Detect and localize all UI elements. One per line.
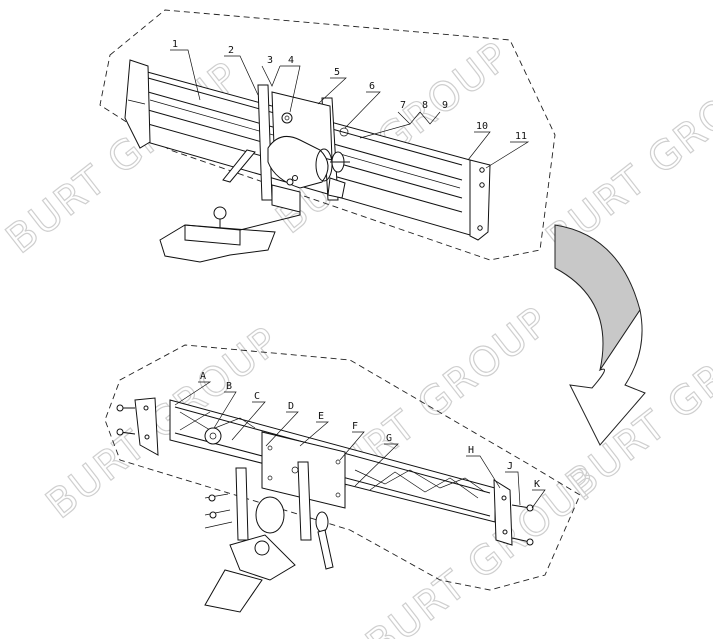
callout-label: 8 [422, 100, 428, 111]
callout-label: E [318, 411, 324, 422]
upper-left-endplate [124, 59, 151, 149]
callout-label: 4 [288, 55, 294, 66]
lower-vertical-post [235, 467, 249, 541]
upper-right-endplate [469, 159, 491, 241]
callout-label: K [534, 479, 540, 490]
flip-arrow [554, 224, 646, 446]
callout-label: 5 [334, 67, 340, 78]
callout-label: C [254, 391, 260, 402]
callout-label: 9 [442, 100, 448, 111]
upper-boundary [99, 9, 556, 261]
callout-label: G [386, 433, 392, 444]
callout-label: 7 [400, 100, 406, 111]
callout-label: H [468, 445, 474, 456]
upper-assembly [99, 9, 556, 263]
callout-label: 6 [369, 81, 375, 92]
lower-knob [204, 427, 222, 445]
upper-lever [222, 149, 256, 183]
lower-foot-plate [229, 534, 296, 581]
lower-boundary [104, 344, 581, 591]
callout-label: 10 [476, 121, 488, 132]
upper-vertical-post [257, 84, 273, 201]
upper-callouts: 1 2 3 4 5 6 7 8 9 10 11 [170, 39, 530, 169]
arrow-outline-part [569, 308, 646, 446]
callout-label: 1 [172, 39, 178, 50]
lower-foot-pad [204, 569, 263, 613]
callout-label: J [507, 461, 513, 472]
callout-label: A [200, 371, 206, 382]
upper-clamp-cylinder [267, 135, 329, 189]
lower-left-endplate [134, 397, 159, 456]
callout-label: 11 [515, 131, 527, 142]
lower-right-endplate [493, 479, 513, 546]
callout-label: D [288, 401, 294, 412]
callout-label: F [352, 421, 358, 432]
callout-label: B [226, 381, 232, 392]
lower-assembly [104, 344, 581, 613]
upper-foot-plate [159, 224, 276, 263]
callout-label: 2 [228, 45, 234, 56]
callout-label: 3 [267, 55, 273, 66]
lower-callouts: A B C D E F G H J K [174, 371, 546, 509]
